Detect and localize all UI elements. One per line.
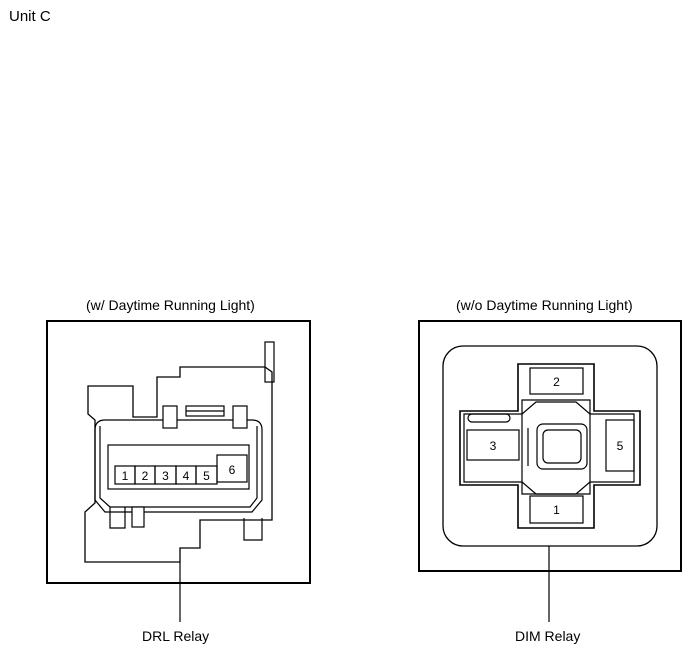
dim-pin-2-label: 2 (553, 375, 560, 389)
drl-pin-1-label: 1 (122, 469, 129, 483)
drl-inner-body (94, 419, 263, 513)
dim-pin-2-box (529, 367, 584, 395)
dim-center-socket-inner (542, 429, 582, 464)
drl-lower-latch (243, 518, 263, 541)
drl-pin-6-label: 6 (229, 463, 236, 477)
dim-pin-1-box (529, 495, 584, 524)
dim-pin-5-label: 5 (617, 439, 624, 453)
drl-housing-tab (264, 341, 275, 383)
dim-pin-3-label: 3 (490, 439, 497, 453)
drl-terminal-cavity (107, 444, 250, 490)
dim-center-octagon (521, 401, 591, 495)
drl-lock-tab-right (232, 405, 248, 429)
dim-cross-block (459, 363, 641, 529)
right-panel-frame (418, 320, 682, 572)
drl-pin-3-label: 3 (162, 469, 169, 483)
drl-housing-outline (84, 366, 273, 563)
left-panel-frame (46, 320, 311, 584)
drl-relay-connector: 1 2 3 4 5 6 (46, 320, 311, 622)
dim-slot (467, 413, 511, 423)
drl-pin-4-label: 4 (183, 469, 190, 483)
unit-title: Unit C (9, 8, 51, 25)
drl-relay-label: DRL Relay (142, 628, 210, 644)
dim-pin-3-box (466, 429, 520, 461)
left-panel-caption: (w/ Daytime Running Light) (86, 297, 255, 313)
drl-pin-5-label: 5 (203, 469, 210, 483)
right-panel-caption: (w/o Daytime Running Light) (456, 297, 633, 313)
drl-lock-tab-left (162, 405, 178, 429)
dim-pin-5-box (605, 419, 635, 472)
dim-relay-label: DIM Relay (515, 628, 581, 644)
drl-pin-2-label: 2 (142, 469, 149, 483)
drl-pin-6-box (216, 454, 248, 483)
dim-pin-1-label: 1 (553, 503, 560, 517)
drl-inner-rim (99, 426, 258, 508)
dim-relay-connector: 2 3 5 1 (418, 320, 682, 622)
drl-bottom-key (109, 507, 126, 529)
drl-bottom-tab (131, 506, 145, 528)
dim-center-socket (536, 423, 588, 470)
dim-housing-outline (442, 345, 658, 547)
